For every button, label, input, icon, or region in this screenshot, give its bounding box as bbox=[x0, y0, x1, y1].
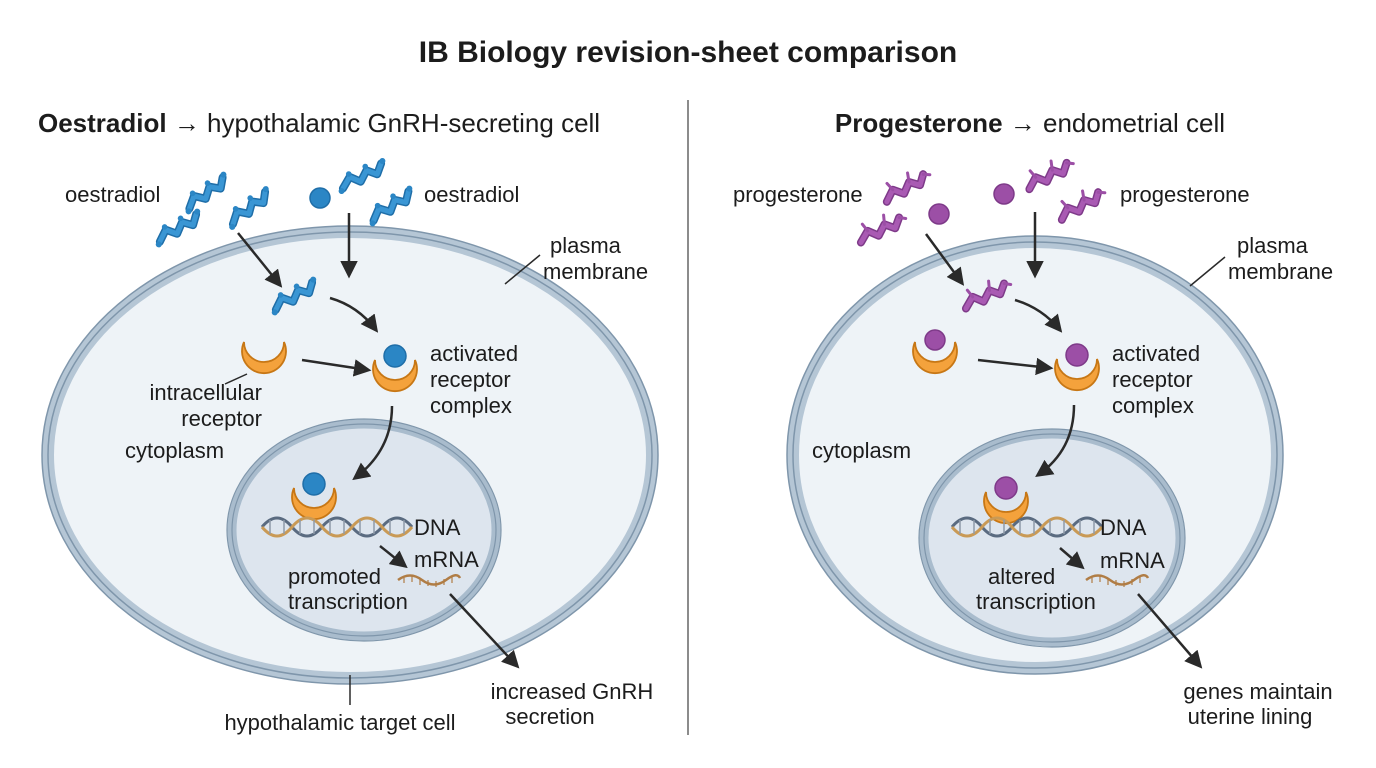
right-cytoplasm-label: cytoplasm bbox=[812, 438, 911, 463]
right-outcome-label-1: genes maintain bbox=[1183, 679, 1332, 704]
diagram-title: IB Biology revision-sheet comparison bbox=[419, 36, 957, 69]
membrane-leader-line bbox=[504, 254, 541, 285]
bound-progesterone-icon bbox=[1065, 343, 1089, 367]
left-transcription-label-2: transcription bbox=[288, 589, 408, 614]
left-hormone-label-2: oestradiol bbox=[424, 182, 519, 207]
dna-bound-progesterone-icon bbox=[994, 476, 1018, 500]
right-hormone-label-1: progesterone bbox=[733, 182, 863, 207]
left-mrna-label: mRNA bbox=[414, 547, 479, 572]
right-membrane-label-2: membrane bbox=[1228, 259, 1333, 284]
left-receptor-label-1: intracellular bbox=[150, 380, 263, 405]
left-membrane-label-1: plasma bbox=[550, 233, 622, 258]
entry-arrow bbox=[237, 232, 283, 288]
transcription-arrow bbox=[1059, 547, 1085, 570]
progesterone-molecule-icon bbox=[880, 165, 933, 201]
right-complex-label-1: activated bbox=[1112, 341, 1200, 366]
dna-bound-oestradiol-icon bbox=[302, 472, 326, 496]
oestradiol-molecule-icon bbox=[362, 185, 420, 228]
left-outcome-label-2: secretion bbox=[505, 704, 594, 729]
outcome-arrow bbox=[449, 593, 520, 669]
outcome-arrow bbox=[1137, 593, 1203, 669]
oestradiol-molecule-icon bbox=[220, 185, 278, 231]
left-hormone-label-1: oestradiol bbox=[65, 182, 160, 207]
binding-arrow bbox=[1014, 298, 1063, 333]
progesterone-panel: Progesterone → endometrial cell progeste… bbox=[733, 108, 1333, 729]
nuclear-entry-arrow bbox=[352, 405, 394, 481]
transcription-arrow bbox=[379, 545, 408, 569]
left-complex-label-1: activated bbox=[430, 341, 518, 366]
oestradiol-molecule-icon bbox=[333, 157, 391, 195]
oestradiol-panel: Oestradiol → hypothalamic GnRH-secreting… bbox=[38, 108, 659, 735]
right-mrna-label: mRNA bbox=[1100, 548, 1165, 573]
activation-arrow bbox=[977, 357, 1054, 376]
right-outcome-label-2: uterine lining bbox=[1188, 704, 1313, 729]
progesterone-ball-icon bbox=[993, 183, 1015, 205]
right-complex-label-3: complex bbox=[1112, 393, 1194, 418]
left-membrane-label-2: membrane bbox=[543, 259, 648, 284]
receptor-leader-line bbox=[224, 373, 248, 385]
right-dna-label: DNA bbox=[1100, 515, 1147, 540]
oestradiol-molecule-icon bbox=[149, 208, 207, 249]
left-receptor-label-2: receptor bbox=[181, 406, 262, 431]
left-dna-label: DNA bbox=[414, 515, 461, 540]
bound-oestradiol-icon bbox=[383, 344, 407, 368]
progesterone-ball-icon bbox=[928, 203, 950, 225]
binding-arrow bbox=[329, 296, 379, 333]
right-transcription-label-2: transcription bbox=[976, 589, 1096, 614]
progesterone-molecule-icon bbox=[1055, 183, 1108, 219]
right-complex-label-2: receptor bbox=[1112, 367, 1193, 392]
left-complex-label-3: complex bbox=[430, 393, 512, 418]
left-panel-title: Oestradiol → hypothalamic GnRH-secreting… bbox=[38, 108, 600, 138]
right-transcription-label-1: altered bbox=[988, 564, 1055, 589]
entry-arrow bbox=[924, 233, 965, 286]
left-cytoplasm-label: cytoplasm bbox=[125, 438, 224, 463]
receptor-progesterone-icon bbox=[924, 329, 946, 351]
left-cell-label: hypothalamic target cell bbox=[224, 710, 455, 735]
left-complex-label-2: receptor bbox=[430, 367, 511, 392]
oestradiol-ball-icon bbox=[309, 187, 331, 209]
left-transcription-label-1: promoted bbox=[288, 564, 381, 589]
nuclear-entry-arrow bbox=[1035, 404, 1076, 477]
right-membrane-label-1: plasma bbox=[1237, 233, 1309, 258]
activation-arrow bbox=[301, 358, 372, 377]
oestradiol-molecule-icon bbox=[177, 171, 235, 216]
membrane-leader-line bbox=[1189, 256, 1226, 287]
left-outcome-label-1: increased GnRH bbox=[491, 679, 654, 704]
progesterone-molecule-icon bbox=[1023, 154, 1076, 189]
right-panel-title: Progesterone → endometrial cell bbox=[835, 108, 1225, 138]
right-hormone-label-2: progesterone bbox=[1120, 182, 1250, 207]
progesterone-molecule-icon bbox=[855, 209, 908, 243]
